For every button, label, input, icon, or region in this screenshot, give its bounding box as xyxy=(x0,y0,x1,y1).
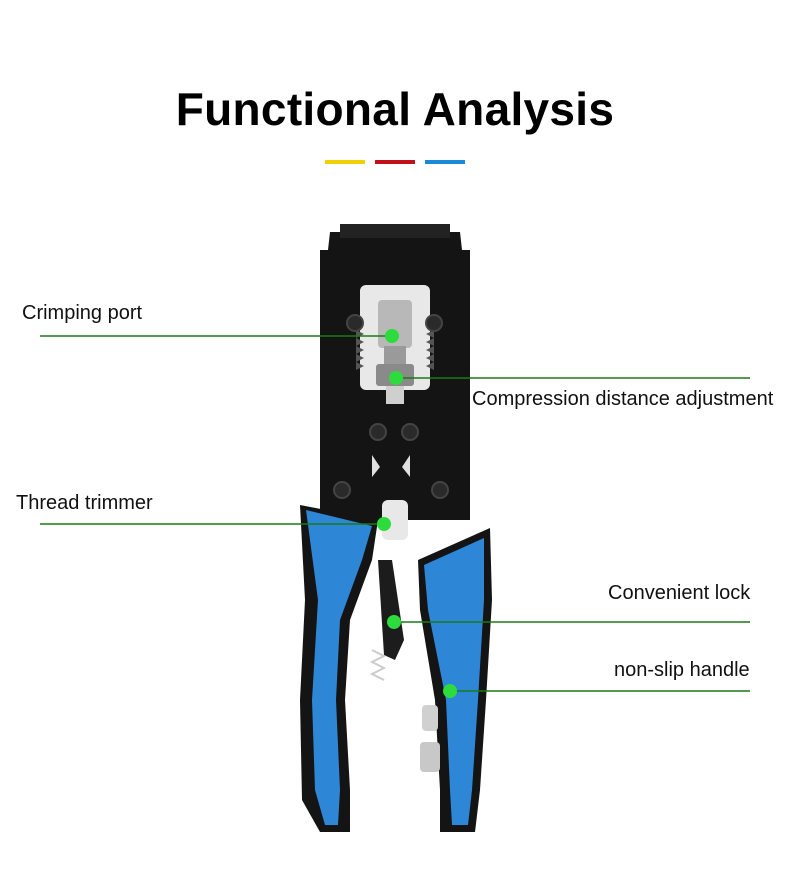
marker-compression-adjustment xyxy=(389,371,403,385)
marker-non-slip-handle xyxy=(443,684,457,698)
trimmer-slot xyxy=(382,500,408,540)
marker-convenient-lock xyxy=(387,615,401,629)
marker-crimping-port xyxy=(385,329,399,343)
accent-bar-red xyxy=(375,160,415,164)
accent-bar-blue xyxy=(425,160,465,164)
label-convenient-lock: Convenient lock xyxy=(608,582,751,604)
accent-bar-yellow xyxy=(325,160,365,164)
marker-thread-trimmer xyxy=(377,517,391,531)
label-thread-trimmer: Thread trimmer xyxy=(16,492,153,514)
label-non-slip-handle: non-slip handle xyxy=(614,659,750,681)
label-crimping-port: Crimping port xyxy=(22,302,143,324)
lock-lever xyxy=(378,560,404,660)
label-compression-adjustment: Compression distance adjustment xyxy=(472,388,774,410)
head-top-cap xyxy=(340,224,450,238)
page-title: Functional Analysis xyxy=(175,83,615,135)
